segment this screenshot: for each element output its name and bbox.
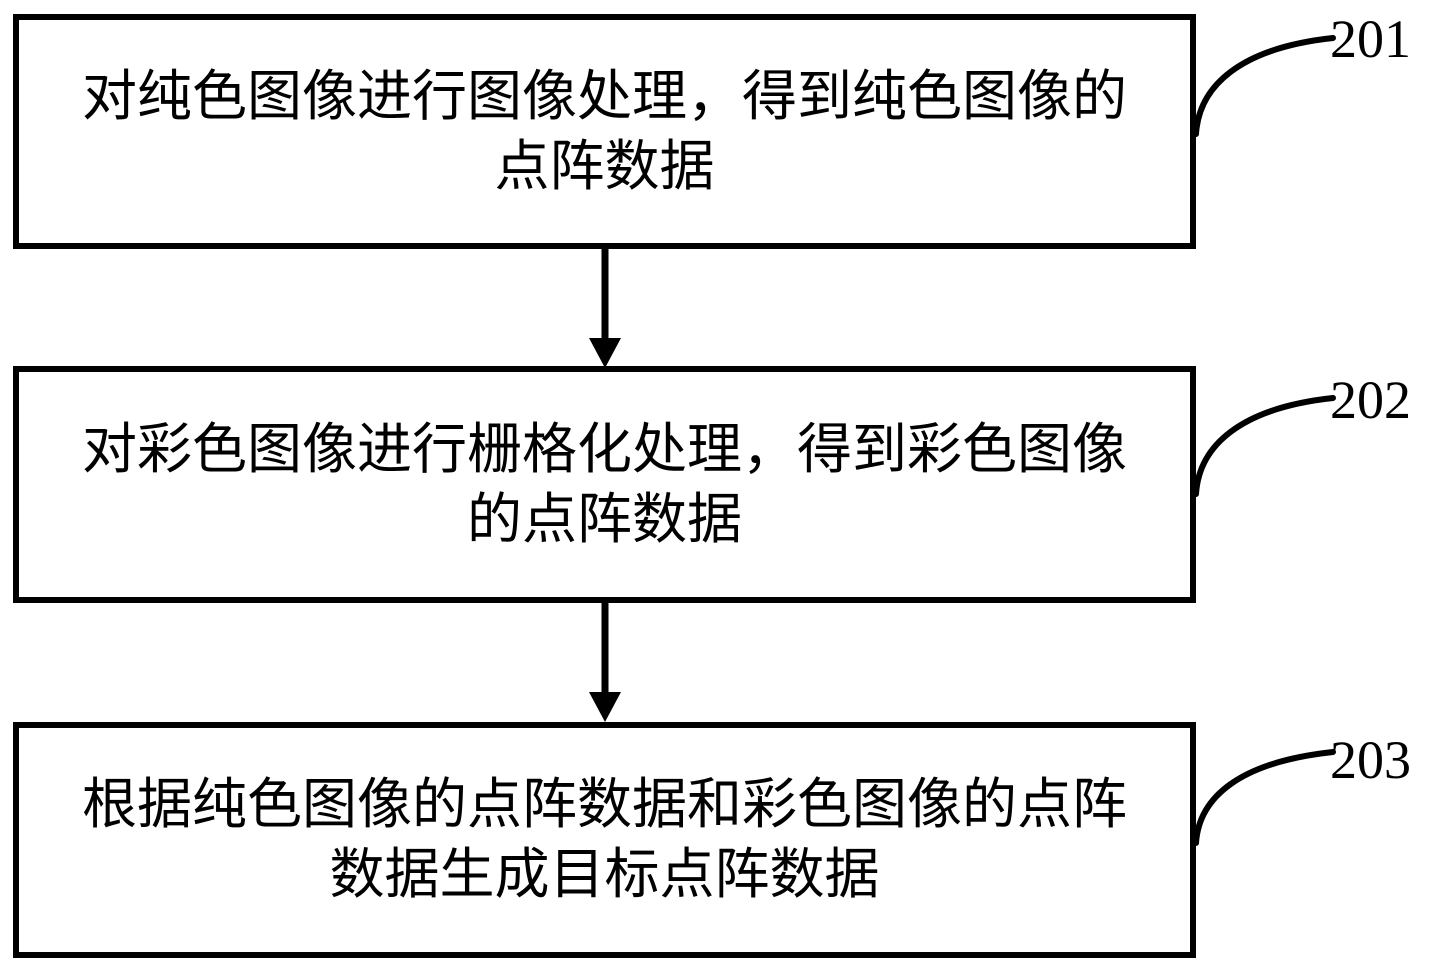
reference-label-203: 203 <box>1330 730 1411 790</box>
reference-label-202: 202 <box>1330 370 1411 430</box>
process-box-203: 根据纯色图像的点阵数据和彩色图像的点阵 数据生成目标点阵数据 <box>13 722 1196 958</box>
process-box-202: 对彩色图像进行栅格化处理，得到彩色图像 的点阵数据 <box>13 366 1196 603</box>
arrow-202-to-203 <box>589 603 621 722</box>
process-box-203-text: 根据纯色图像的点阵数据和彩色图像的点阵 数据生成目标点阵数据 <box>81 774 1127 905</box>
leader-line-201 <box>1193 35 1336 137</box>
leader-line-202 <box>1193 395 1336 497</box>
leader-line-203 <box>1193 749 1336 846</box>
reference-label-201: 201 <box>1330 9 1411 69</box>
arrow-201-to-202 <box>589 249 621 368</box>
process-box-201-text: 对纯色图像进行图像处理，得到纯色图像的 点阵数据 <box>81 65 1127 197</box>
process-box-202-text: 对彩色图像进行栅格化处理，得到彩色图像 的点阵数据 <box>81 418 1127 550</box>
process-box-201: 对纯色图像进行图像处理，得到纯色图像的 点阵数据 <box>13 14 1196 249</box>
